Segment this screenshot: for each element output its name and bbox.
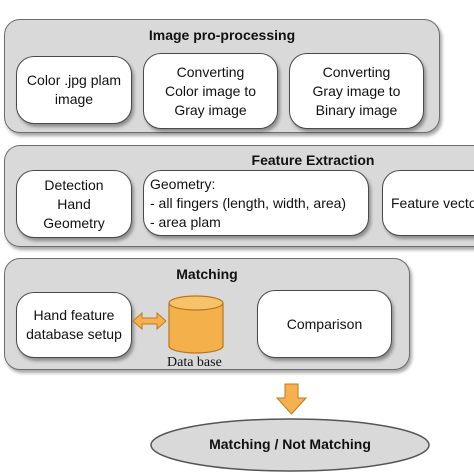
box-line: database setup bbox=[26, 326, 122, 342]
box-line: Converting bbox=[322, 63, 391, 80]
feature-extraction-title: Feature Extraction bbox=[251, 152, 375, 168]
box-line: Gray image to bbox=[312, 82, 401, 99]
geometry-measurements-box: Geometry: - all fingers (length, width, … bbox=[143, 170, 369, 236]
box-line: - area plam bbox=[150, 213, 221, 230]
double-arrow-icon bbox=[132, 311, 167, 331]
box-line: Feature vecto bbox=[391, 194, 474, 211]
gray-to-binary-box: Converting Gray image to Binary image bbox=[289, 53, 424, 129]
box-line: Color .jpg plam bbox=[26, 72, 122, 88]
matching-title: Matching bbox=[176, 266, 238, 282]
preprocessing-title: Image pro-processing bbox=[148, 27, 296, 43]
box-line: Hand bbox=[57, 195, 91, 212]
box-line: - all fingers (length, width, area) bbox=[150, 194, 347, 211]
down-arrow-icon bbox=[275, 383, 308, 415]
detection-hand-geometry-box: Detection Hand Geometry bbox=[16, 170, 132, 238]
box-line: Geometry: bbox=[150, 175, 216, 192]
box-line: image bbox=[54, 91, 94, 107]
box-line: Hand feature bbox=[33, 307, 115, 323]
result-label: Matching / Not Matching bbox=[209, 436, 371, 452]
box-line: Gray image bbox=[174, 101, 247, 118]
box-line: Geometry bbox=[43, 214, 105, 231]
color-jpg-palm-image-box: Color .jpg plam image bbox=[16, 56, 132, 124]
result-ellipse bbox=[150, 418, 430, 472]
database-icon bbox=[168, 295, 224, 354]
box-line: Binary image bbox=[315, 101, 398, 118]
hand-feature-database-setup-box: Hand feature database setup bbox=[16, 292, 132, 358]
comparison-box: Comparison bbox=[257, 290, 392, 358]
box-line: Color image to bbox=[164, 82, 257, 99]
feature-vector-box: Feature vecto bbox=[382, 170, 474, 236]
database-label: Data base bbox=[167, 355, 222, 370]
box-line: Converting bbox=[176, 63, 245, 80]
color-to-gray-box: Converting Color image to Gray image bbox=[143, 53, 278, 129]
box-line: Detection bbox=[44, 176, 104, 193]
comparison-label: Comparison bbox=[286, 315, 363, 332]
